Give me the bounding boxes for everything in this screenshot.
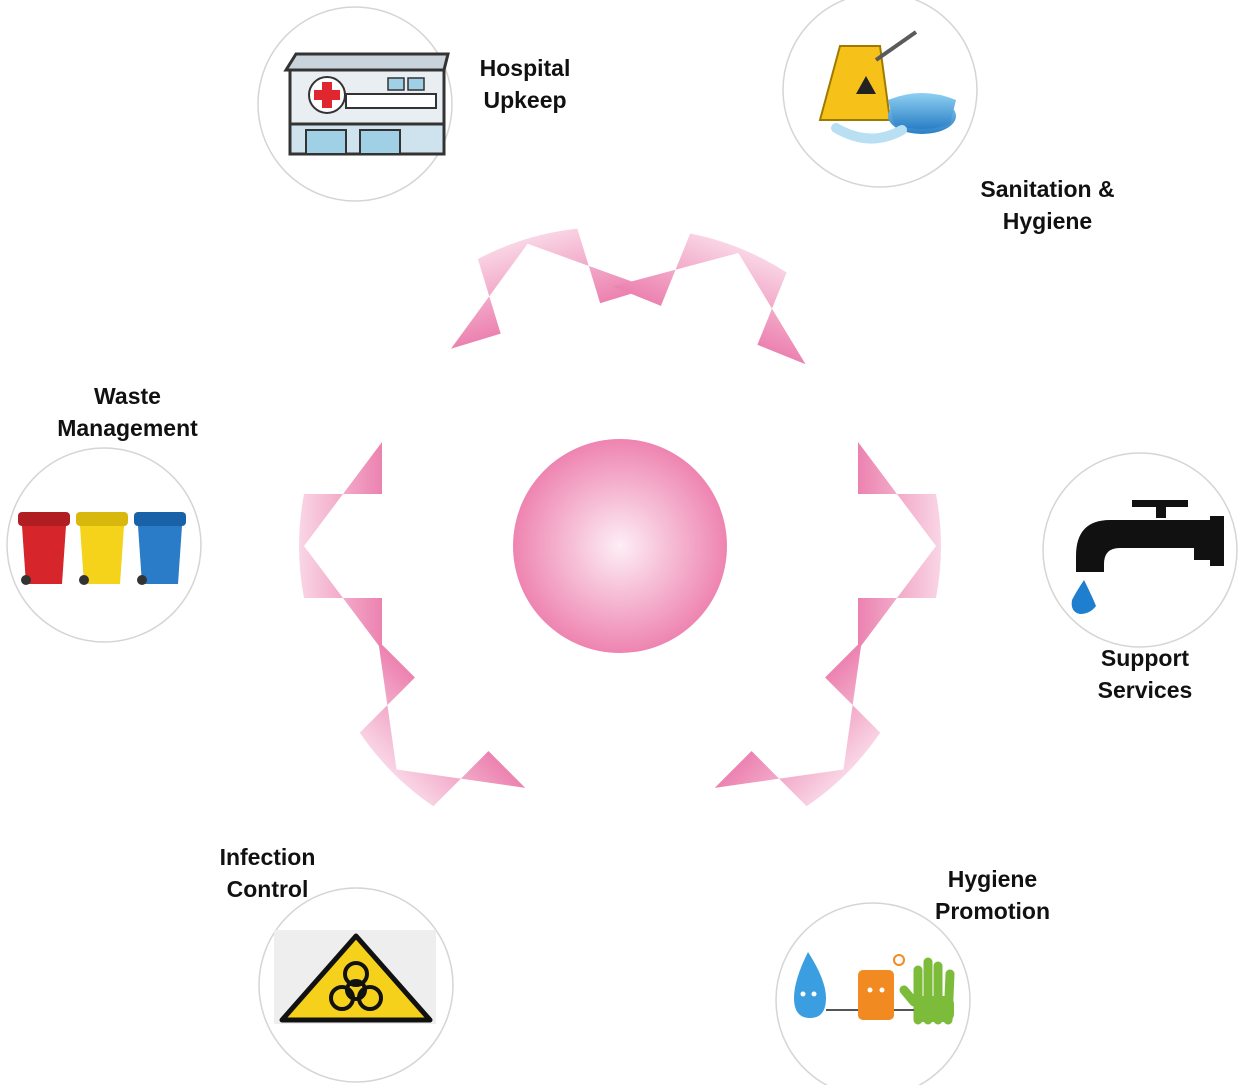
center-hub [513, 439, 727, 653]
arrow-to-waste-management [299, 442, 382, 650]
sanitation-hygiene-label-line1: Sanitation & [980, 176, 1115, 202]
sanitation-hygiene-label: Sanitation & Hygiene [960, 173, 1135, 237]
waste-management-label-line1: Waste [94, 383, 161, 409]
hospital-upkeep-label-line1: Hospital [479, 55, 571, 81]
waste-management-label-line2: Management [57, 415, 198, 441]
soap-water-hand-characters-icon [794, 952, 955, 1025]
waste-management-label: Waste Management [45, 380, 210, 444]
infection-control-label-line1: Infection [219, 844, 316, 870]
support-services-label-line1: Support [1100, 645, 1190, 671]
sanitation-hygiene-label-line2: Hygiene [1002, 208, 1093, 234]
arrow-to-infection-control [359, 640, 526, 807]
hospital-building-icon [283, 52, 450, 156]
support-services-label-line2: Services [1097, 677, 1193, 703]
arrow-to-hygiene-promotion [714, 640, 881, 807]
arrow-to-support-services [858, 442, 941, 650]
infection-control-label: Infection Control [200, 841, 335, 905]
arrow-to-hospital-upkeep [450, 228, 650, 349]
hygiene-promotion-label: Hygiene Promotion [925, 863, 1060, 927]
hygiene-promotion-label-line2: Promotion [935, 898, 1050, 924]
hospital-upkeep-label-line2: Upkeep [483, 87, 567, 113]
mop-bucket-caution-sign-icon [818, 30, 956, 144]
biohazard-sign-icon [274, 930, 436, 1024]
infection-control-label-line2: Control [226, 876, 309, 902]
arrow-to-sanitation-hygiene [612, 233, 806, 365]
waste-bins-icon [18, 512, 186, 585]
water-tap-icon [1071, 500, 1224, 614]
hygiene-promotion-label-line1: Hygiene [947, 866, 1038, 892]
hospital-upkeep-label: Hospital Upkeep [455, 52, 595, 116]
support-services-label: Support Services [1080, 642, 1210, 706]
